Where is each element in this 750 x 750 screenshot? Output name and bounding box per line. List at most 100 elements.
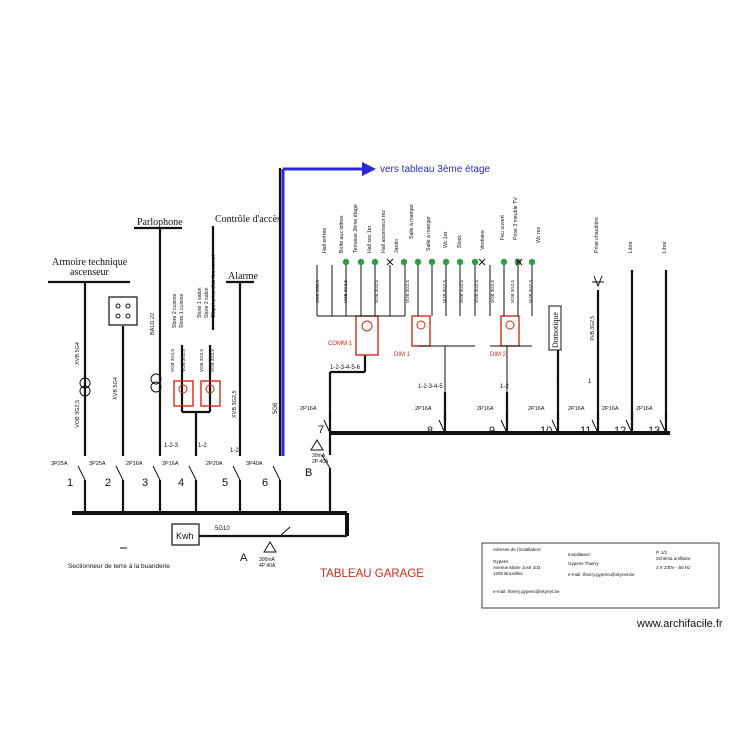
circuit-num-12: 12 xyxy=(614,425,626,437)
c4-cable-1: VOB 3G2,5 xyxy=(170,348,175,372)
load-label: Feu ouvert xyxy=(500,215,506,240)
breaker-rating-9: 2P16A xyxy=(477,406,494,412)
socket-2-hole-d xyxy=(125,313,131,319)
info-page: P. 1/1 xyxy=(656,550,668,555)
diff-a-poles: 4P 40A xyxy=(259,563,276,569)
breaker-rating-12: 2P16A xyxy=(602,406,619,412)
cable-label: VOB 3G2,5 xyxy=(315,279,320,303)
breaker-rating-2: 3P25A xyxy=(89,461,106,467)
kwh-meter xyxy=(171,523,200,546)
breaker-switch-3 xyxy=(152,465,161,481)
circuit-num-4: 4 xyxy=(178,477,184,489)
breaker-switch-4 xyxy=(188,465,197,481)
breaker-rating-10: 2P16A xyxy=(528,406,545,412)
supply-switch xyxy=(279,526,291,537)
breaker-rating-3: 2P16A xyxy=(126,461,143,467)
arrow-label: vers tableau 3ème étage xyxy=(380,164,491,175)
breaker-rating-5: 2P20A xyxy=(206,461,223,467)
circuit-num-3: 3 xyxy=(142,477,148,489)
info-installateur-email: e-mail: thierry.gypens@skynet.be xyxy=(568,572,635,577)
diff-a-rating: 300mA xyxy=(259,557,276,563)
circuit-num-2: 2 xyxy=(105,477,111,489)
breaker-rating-6: 3P40A xyxy=(246,461,263,467)
load-label: Stock xyxy=(457,235,463,248)
lamp-cross-icon xyxy=(386,258,394,266)
breaker-switch-1 xyxy=(77,465,86,481)
load-label: Salle à manger xyxy=(426,216,432,251)
load-store-2-salon: Store 2 salon xyxy=(204,287,210,318)
domotique-label: Domotique xyxy=(551,312,560,348)
lamp-icon xyxy=(456,258,464,266)
info-installateur-label: Installateur: xyxy=(568,552,591,557)
circuit-5-group: 1-2 xyxy=(230,448,239,454)
circuit-num-1: 1 xyxy=(67,477,73,489)
breaker-switch-5 xyxy=(232,465,241,481)
store-device-2-ring xyxy=(205,384,215,394)
cable-label: VOB 3G2,5 xyxy=(474,279,479,303)
load-label: Hall sec 1er xyxy=(367,225,373,253)
info-installateur-name: Gypens Thierry xyxy=(568,561,599,566)
lamp-cross-icon xyxy=(515,258,523,266)
breaker-rating-11: 2P16A xyxy=(568,406,585,412)
info-box xyxy=(481,542,720,609)
transformer-1-top xyxy=(79,377,91,389)
circuit-5-cable: XVB 3G2,5 xyxy=(232,390,238,418)
diff-b-rating: 30mA xyxy=(312,453,326,459)
diff-a-label: A xyxy=(240,552,248,564)
load-label: Libre xyxy=(662,241,668,253)
circuit-1-cable2: XVB 5G4 xyxy=(75,342,81,365)
group-9-label: 1-2 xyxy=(500,384,509,390)
cable-label: VOB 3G2,5 xyxy=(442,279,447,303)
info-adresse-name: Gypens xyxy=(493,559,509,564)
store-device-1 xyxy=(173,380,194,407)
store-device-2 xyxy=(200,380,221,407)
lamp-icon xyxy=(442,258,450,266)
breaker-switch-7 xyxy=(323,419,331,434)
store-device-1-ring xyxy=(178,384,188,394)
group-10-label: 1 xyxy=(556,379,560,385)
breaker-rating-8: 2P16A xyxy=(415,406,432,412)
info-adresse-label: Adresse de l'installation: xyxy=(493,547,541,552)
load-store-1-cuisine: Store 1 cuisine xyxy=(179,294,185,328)
group-11-label: 1 xyxy=(588,379,592,385)
circuit-num-13: 13 xyxy=(648,425,660,437)
comm1-label: COMM 1 xyxy=(328,341,353,347)
circuit-num-10: 10 xyxy=(540,425,552,437)
socket-2 xyxy=(108,296,138,326)
load-label: Salle à manger xyxy=(409,204,415,239)
breaker-switch-8 xyxy=(438,419,446,434)
armoire-label-2: ascenseur xyxy=(70,267,110,278)
socket-2-hole-a xyxy=(115,303,121,309)
info-adresse-city: 1200 Bruxelles xyxy=(493,571,524,576)
load-label: Boîte aux lettres xyxy=(339,215,345,253)
group-8-label: 1-2-3-4-5 xyxy=(418,384,443,390)
load-label: Wc rez xyxy=(536,226,542,243)
lamp-icon xyxy=(400,258,408,266)
alarme-label: Alarme xyxy=(228,271,259,282)
lamp-icon xyxy=(500,258,508,266)
load-label: Prise chaudière xyxy=(594,217,600,253)
lamp-icon xyxy=(514,258,522,266)
load-label: Libre xyxy=(628,241,634,253)
socket-2-hole-c xyxy=(115,313,121,319)
breaker-rating-4: 2P16A xyxy=(162,461,179,467)
info-schema: Schéma unifilaire xyxy=(656,556,691,561)
sectionneur-label: Sectionneur de terre à la buanderie xyxy=(68,563,170,570)
breaker-switch-2 xyxy=(115,465,124,481)
load-clapet: Clapet prise d'air feu ouvert xyxy=(211,254,217,318)
cable-label: VOB 3G2,5 xyxy=(405,279,410,303)
c4-cable-3: VOB 3G2,5 xyxy=(199,348,204,372)
circuit-2-cable: XVB 5G4 xyxy=(113,377,119,400)
lamp-icon xyxy=(414,258,422,266)
load-store-2-cuisine: Store 2 cuisine xyxy=(172,294,178,328)
kwh-label: Kwh xyxy=(176,531,194,541)
breaker-rating-1: 3P25A xyxy=(51,461,68,467)
cable-label: VOB 3G2,5 xyxy=(528,279,533,303)
armoire-label-1: Armoire technique xyxy=(52,257,128,268)
load-label: Terrasse 2ème étage xyxy=(353,204,359,253)
lamp-icon xyxy=(528,258,536,266)
breaker-switch-10 xyxy=(551,419,559,434)
circuit-4-group-a: 1-2-3 xyxy=(164,443,179,449)
dim1-label: DIM 1 xyxy=(394,352,411,358)
